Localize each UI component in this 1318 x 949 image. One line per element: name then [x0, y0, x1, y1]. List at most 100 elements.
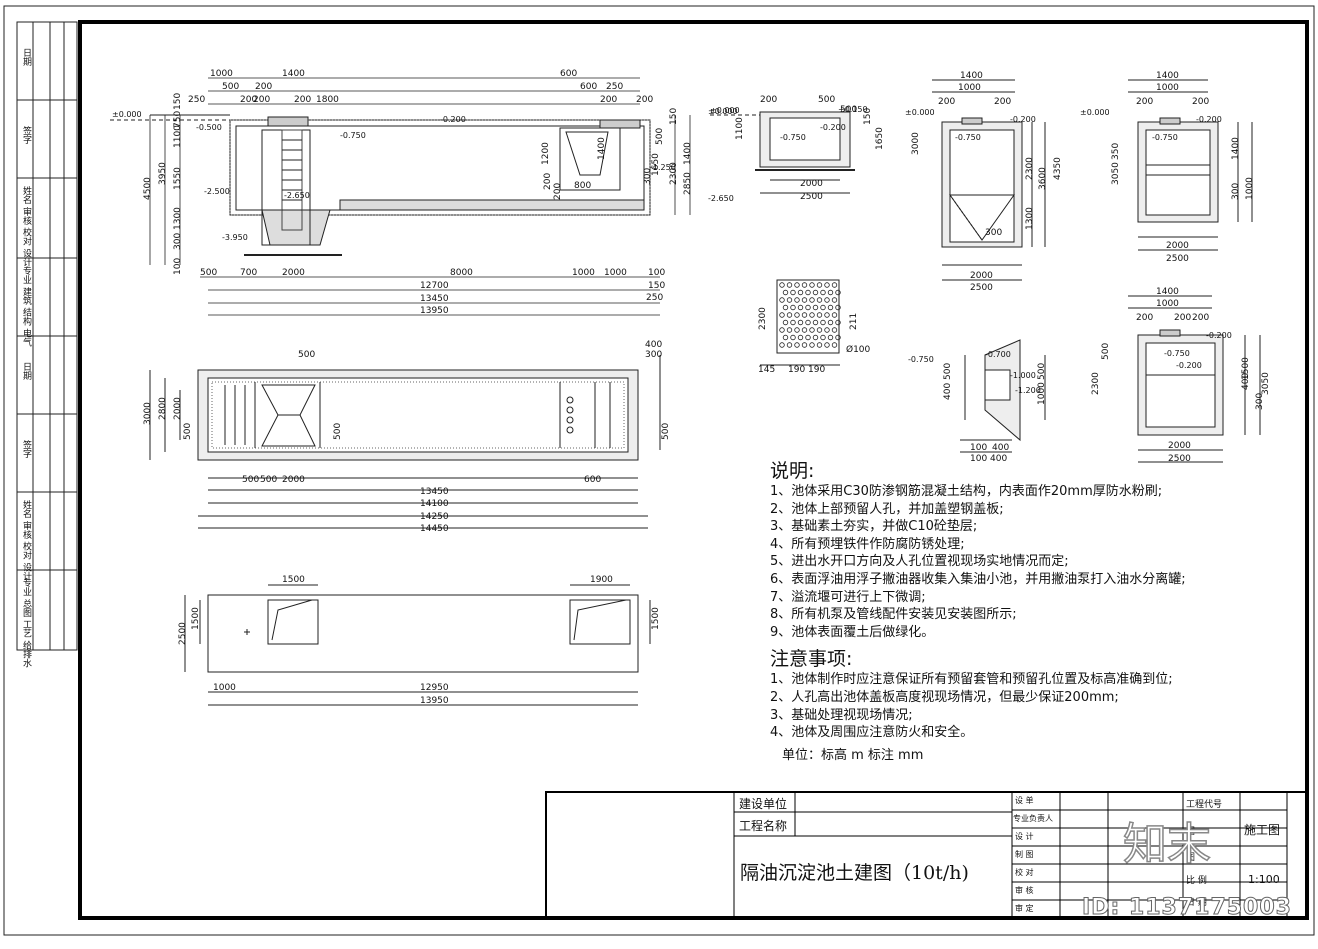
dimension-label: 190 — [808, 365, 825, 375]
plate-hole — [816, 342, 823, 348]
design-notes: 说明: 1、池体采用C30防渗钢筋混凝土结构，内表面作20mm厚防水粉刷; 2、… — [770, 459, 1290, 742]
section-c-view — [1128, 79, 1253, 251]
dimension-label: 13950 — [420, 696, 449, 706]
dimension-label: 13450 — [420, 487, 449, 497]
dimension-label: 300 — [173, 233, 183, 250]
elevation-label: -0.200 — [820, 123, 846, 132]
dimension-label: 2000 — [800, 179, 823, 189]
elevation-label: -0.750 — [780, 133, 806, 142]
dimension-label: 1400 — [1231, 137, 1241, 160]
dimension-label: 1000 — [210, 69, 233, 79]
plate-hole — [794, 282, 800, 288]
dimension-label: 1000 — [1156, 299, 1179, 309]
dimension-label: 14100 — [420, 499, 449, 509]
note-item: 3、基础素土夯实，并做C10砼垫层; — [770, 519, 978, 535]
plate-hole — [816, 282, 823, 288]
dimension-label: 14250 — [420, 512, 449, 522]
title-block-frame — [545, 791, 1307, 919]
elevation-label: ±0.000 — [112, 110, 142, 119]
section-d-view — [1128, 295, 1261, 463]
dimension-label: 3050 — [1261, 372, 1271, 395]
scale-label: 比 例 — [1186, 876, 1207, 886]
elevation-label: -0.750 — [955, 133, 981, 142]
revision-label: 姓名 审核 校对 设计 — [21, 186, 31, 267]
dimension-label: 100 — [648, 268, 665, 278]
dimension-label: 200 — [1192, 313, 1209, 323]
dimension-label: 1300 — [1025, 207, 1035, 230]
dimension-label: 13950 — [420, 306, 449, 316]
dimension-label: 1000 — [958, 83, 981, 93]
dimension-label: 2500 — [178, 622, 188, 645]
note-item: 9、池体表面覆土后做绿化。 — [770, 624, 935, 640]
note-item: 4、所有预埋铁件作防腐防锈处理; — [770, 536, 965, 552]
note-item: 2、池体上部预留人孔，并加盖塑钢盖板; — [770, 501, 1004, 517]
plate-hole — [797, 289, 804, 296]
dimension-label: 1000 — [604, 268, 627, 278]
role-label: 制 图 — [1015, 850, 1034, 859]
dimension-label: Ø100 — [846, 344, 871, 355]
plate-hole — [820, 334, 826, 341]
dimension-label: 400 — [645, 340, 662, 350]
dimension-label: 145 — [758, 365, 775, 375]
revision-label: 签字 — [21, 440, 31, 458]
plate-hole — [827, 334, 834, 341]
elevation-label: -1.200 — [1015, 386, 1041, 395]
dimension-label: 3000 — [911, 132, 921, 155]
dimension-label: 300 — [645, 350, 662, 360]
plate-hole — [835, 289, 841, 296]
dimension-label: 400 — [992, 443, 1009, 453]
elevation-label: -1.000 — [1010, 371, 1036, 380]
elevation-label: -0.750 — [908, 355, 934, 364]
plate-hole — [831, 327, 838, 333]
elevation-label: ±0.000 — [710, 106, 740, 115]
plate-hole — [809, 282, 815, 288]
dimension-label: 13450 — [420, 294, 449, 304]
dimension-label: 500 — [183, 423, 193, 440]
elevation-label: +0.150 — [838, 105, 868, 114]
plate-hole — [809, 312, 815, 318]
revision-label: 签字 — [21, 126, 31, 144]
note-item: 5、进出水开口方向及人孔位置视现场实地情况而定; — [770, 554, 1069, 570]
dimension-label: 200 — [253, 95, 270, 105]
dimension-label: 1000 — [213, 683, 236, 693]
dimension-label: 600 — [584, 475, 601, 485]
dimension-label: 750 — [173, 111, 183, 128]
plate-hole — [797, 319, 804, 326]
plate-hole — [790, 334, 796, 341]
plate-hole — [812, 304, 819, 311]
revision-label: 日期 — [21, 362, 31, 380]
plate-hole — [794, 342, 800, 348]
plate-hole — [831, 297, 838, 303]
plate-hole — [824, 297, 830, 303]
dimension-label: 1100 — [173, 125, 183, 148]
plate-hole — [790, 289, 796, 296]
plate-hole — [782, 289, 789, 296]
plate-hole — [835, 334, 841, 341]
cautions-heading: 注意事项: — [770, 648, 853, 671]
plate-hole — [805, 304, 811, 311]
elevation-label: -0.700 — [985, 350, 1011, 359]
plate-hole — [786, 327, 793, 333]
dimension-label: 400 — [943, 383, 953, 400]
plate-hole — [824, 327, 830, 333]
small-section-view — [710, 111, 855, 194]
dimension-label: 500 — [260, 475, 277, 485]
dimension-label: 2500 — [970, 283, 993, 293]
dimension-label: 1100 — [735, 117, 745, 140]
plate-hole — [805, 319, 811, 326]
dimension-label: 500 — [222, 82, 239, 92]
elevation-label: -0.200 — [1196, 115, 1222, 124]
dimension-label: 1500 — [651, 607, 661, 630]
plate-hole — [801, 327, 808, 333]
role-label: 校 对 — [1015, 868, 1034, 877]
plate-hole — [827, 289, 834, 296]
dimension-label: 2000 — [1166, 241, 1189, 251]
dimension-label: 600 — [580, 82, 597, 92]
caution-item: 4、池体及周围应注意防火和安全。 — [770, 725, 974, 741]
dimension-label: 190 — [788, 365, 805, 375]
dimension-label: 150 — [863, 108, 873, 125]
plate-hole — [801, 312, 808, 318]
dimension-label: 200 — [938, 97, 955, 107]
